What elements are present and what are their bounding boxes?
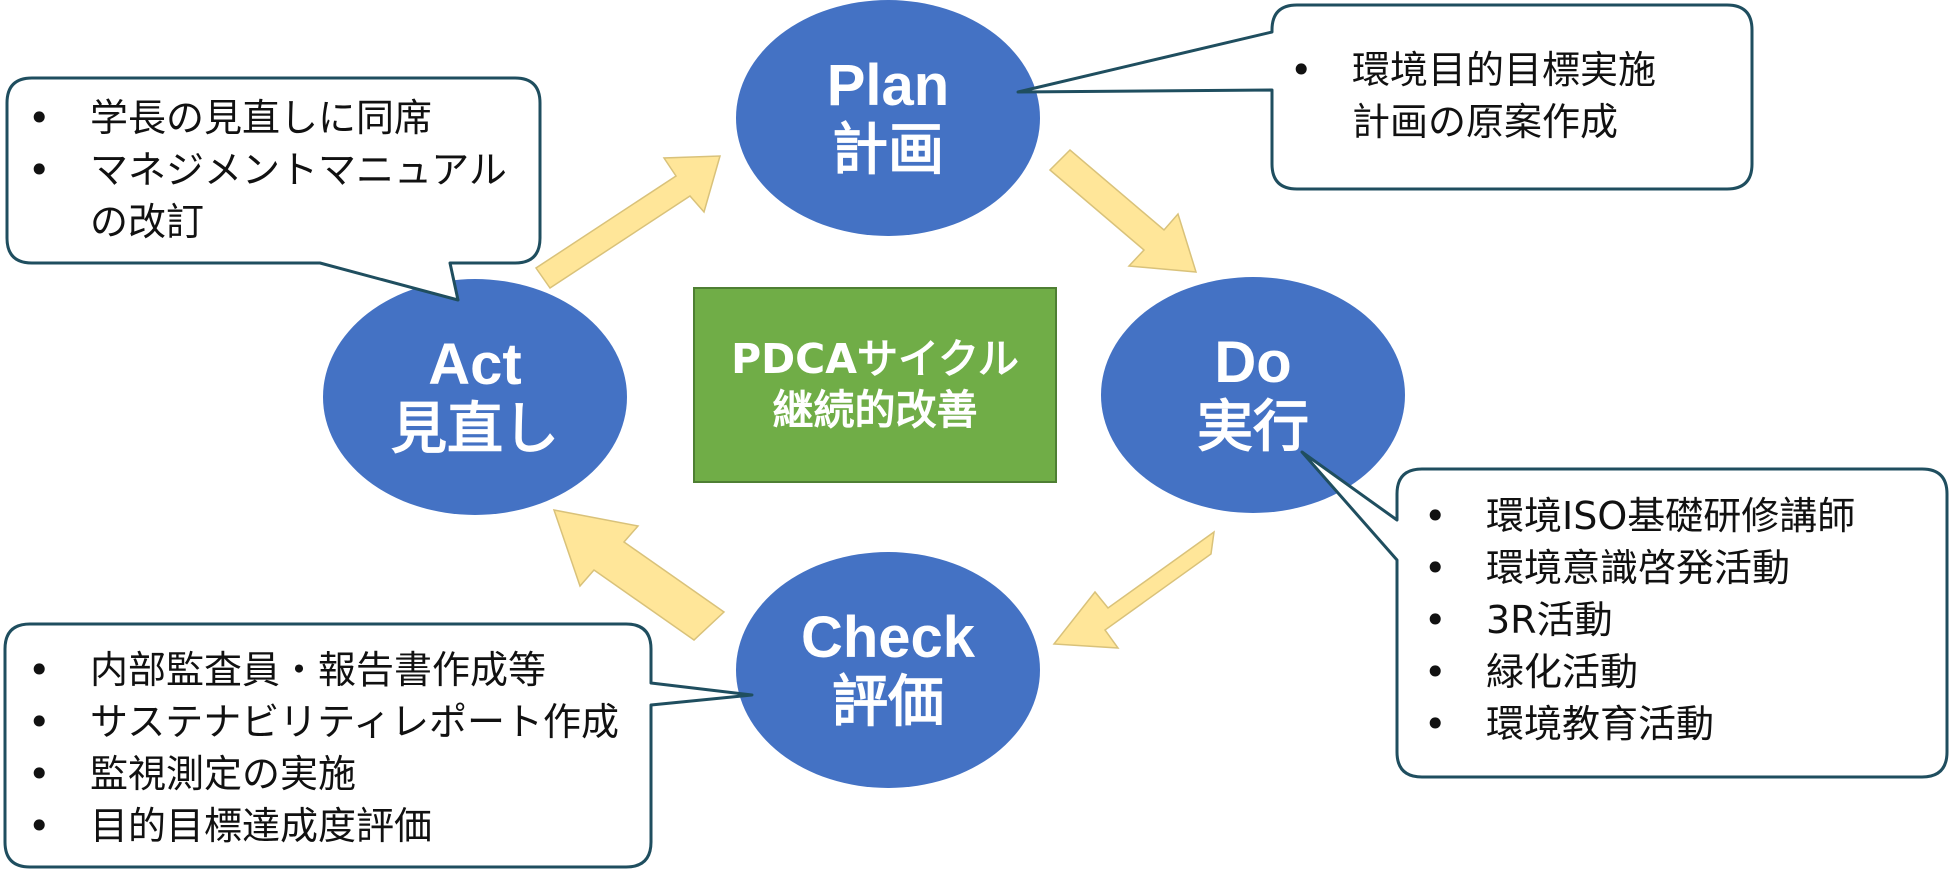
- do-callout: 環境ISO基礎研修講師 環境意識啓発活動 3R活動 緑化活動 環境教育活動: [1424, 490, 1944, 750]
- arrow-plan-to-do: [1048, 148, 1198, 273]
- do-item: 環境教育活動: [1424, 698, 1944, 750]
- check-item: 目的目標達成度評価: [28, 800, 648, 852]
- plan-item: 環境目的目標実施: [1290, 44, 1740, 96]
- check-node-shape: [736, 552, 1040, 788]
- plan-label-ja: 計画: [832, 118, 944, 182]
- plan-callout: 環境目的目標実施 計画の原案作成: [1290, 44, 1740, 148]
- do-label-en: Do: [1214, 330, 1292, 396]
- center-subtitle: 継続的改善: [772, 386, 978, 434]
- act-callout: 学長の見直しに同席 マネジメントマニュアル の改訂: [28, 92, 528, 248]
- check-item: 監視測定の実施: [28, 748, 648, 800]
- act-node-shape: [323, 279, 627, 515]
- act-item: 学長の見直しに同席: [28, 92, 528, 144]
- plan-label-en: Plan: [826, 53, 950, 119]
- check-item: サステナビリティレポート作成: [28, 696, 648, 748]
- plan-node: Plan 計画: [736, 0, 1040, 236]
- arrow-do-to-check: [1052, 530, 1215, 649]
- act-label-ja: 見直し: [391, 397, 559, 461]
- do-item: 環境ISO基礎研修講師: [1424, 490, 1944, 542]
- act-label-en: Act: [428, 332, 522, 398]
- arrow-check-to-act: [552, 509, 726, 641]
- do-item: 3R活動: [1424, 594, 1944, 646]
- act-item: マネジメントマニュアル: [28, 144, 528, 196]
- plan-node-shape: [736, 0, 1040, 236]
- center-box-shape: [693, 287, 1057, 483]
- do-label-ja: 実行: [1197, 395, 1309, 459]
- do-node: Do 実行: [1101, 277, 1405, 513]
- plan-item-continuation: 計画の原案作成: [1352, 100, 1619, 144]
- check-label-en: Check: [800, 605, 976, 671]
- check-node: Check 評価: [736, 552, 1040, 788]
- act-node: Act 見直し: [323, 279, 627, 515]
- arrow-act-to-plan: [534, 155, 722, 290]
- do-node-shape: [1101, 277, 1405, 513]
- check-label-ja: 評価: [832, 670, 944, 734]
- do-item: 緑化活動: [1424, 646, 1944, 698]
- act-item-continuation: の改訂: [90, 200, 205, 244]
- pdca-center-box: PDCAサイクル 継続的改善: [694, 288, 1056, 482]
- check-item: 内部監査員・報告書作成等: [28, 644, 648, 696]
- center-title: PDCAサイクル: [731, 334, 1019, 383]
- do-item: 環境意識啓発活動: [1424, 542, 1944, 594]
- check-callout: 内部監査員・報告書作成等 サステナビリティレポート作成 監視測定の実施 目的目標…: [28, 644, 648, 852]
